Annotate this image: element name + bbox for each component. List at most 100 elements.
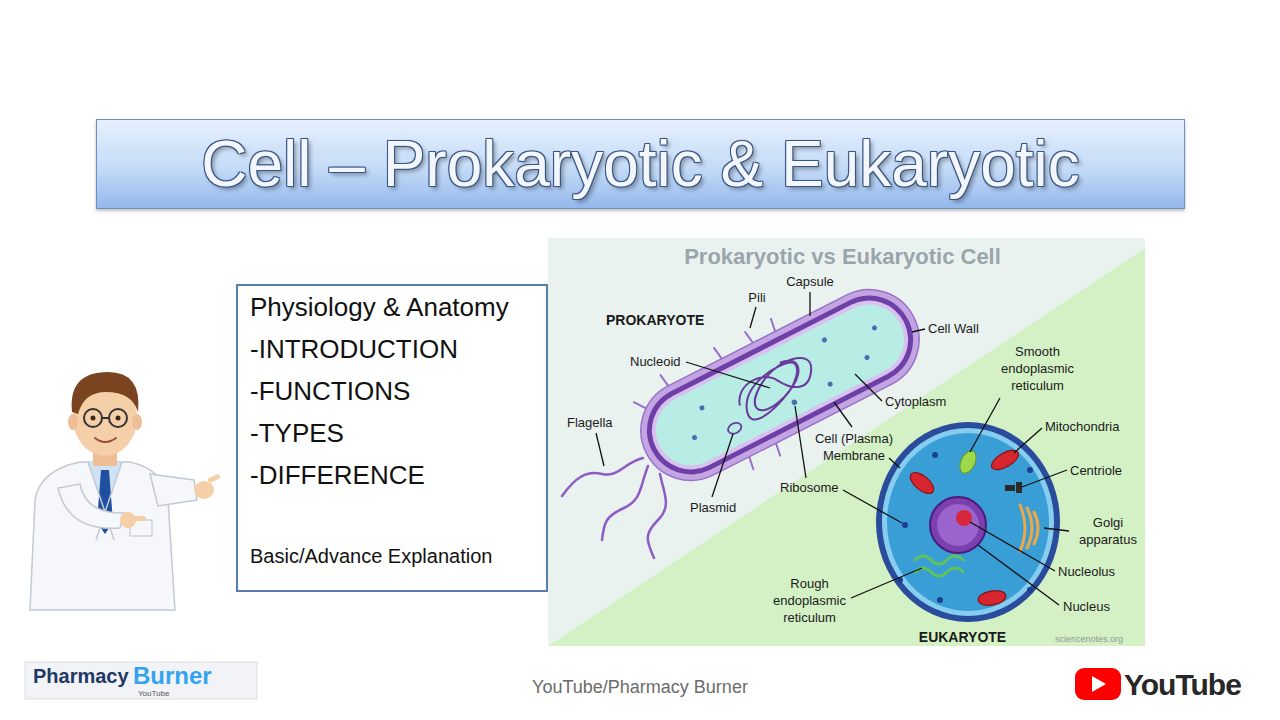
pilus — [745, 331, 753, 343]
flagellum — [602, 466, 648, 540]
part-label: Smooth endoplasmic reticulum — [990, 343, 1085, 394]
leader-line — [889, 458, 900, 468]
cell-wall — [632, 280, 929, 489]
flagellum — [648, 474, 666, 558]
panel-ground — [548, 238, 1145, 646]
rough-er-fold — [915, 556, 963, 564]
leader-line — [712, 434, 733, 497]
pilus — [774, 443, 782, 455]
golgi-cisterna — [1020, 505, 1025, 551]
part-label: Nucleoid — [630, 354, 681, 370]
pilus — [769, 319, 777, 331]
topic-item: -TYPES — [250, 412, 344, 454]
illustration-panel — [548, 238, 1145, 646]
topic-box: Physiology & Anatomy-INTRODUCTION-FUNCTI… — [236, 284, 548, 592]
leader-line — [978, 545, 1059, 605]
mitochondrion — [907, 469, 937, 498]
pilus — [747, 457, 755, 469]
leader-line — [1044, 528, 1069, 531]
part-label: Centriole — [1070, 463, 1122, 479]
part-label: Nucleus — [1063, 599, 1110, 615]
part-label: Cytoplasm — [885, 394, 946, 410]
leader-line — [843, 490, 902, 523]
golgi-apparatus — [1020, 505, 1038, 551]
cell-type-label: PROKARYOTE — [606, 312, 704, 329]
hair — [72, 372, 139, 414]
topic-item: -DIFFERENCE — [250, 454, 425, 496]
leader-line — [970, 398, 1000, 452]
watermark: sciencenotes.org — [1055, 634, 1123, 645]
flagellum — [562, 458, 643, 496]
nucleoid — [731, 350, 822, 423]
part-label: Nucleolus — [1058, 564, 1115, 580]
brand-text: Pharmacy — [33, 666, 129, 686]
part-label: Pili — [737, 290, 777, 306]
topic-item: -INTRODUCTION — [250, 328, 458, 370]
nucleolus — [956, 510, 972, 526]
brand-subtext: YouTube — [138, 690, 169, 698]
centriole — [1005, 482, 1022, 493]
part-label: Cell Wall — [928, 321, 979, 337]
ribosome — [691, 434, 698, 441]
cytoplasm — [887, 433, 1049, 611]
leader-line — [596, 433, 604, 466]
part-label: Capsule — [770, 274, 850, 290]
leader-lines — [596, 292, 1069, 605]
pilus — [634, 399, 646, 412]
ribosome — [932, 452, 938, 458]
pilus — [714, 347, 722, 359]
finger — [132, 516, 146, 521]
ribosome — [1027, 587, 1033, 593]
channel-logo-ground — [25, 662, 257, 699]
leader-line — [1022, 470, 1067, 487]
doctor-cartoon — [30, 372, 221, 610]
coat-sleeve — [150, 474, 197, 506]
channel-link: YouTube/Pharmacy Burner — [440, 677, 840, 699]
ribosome — [902, 522, 908, 528]
leader-line — [970, 522, 1055, 571]
glasses-bridge — [102, 417, 109, 419]
coat-sleeve — [58, 484, 124, 528]
box-note: Basic/Advance Explanation — [250, 542, 492, 570]
rough-er-fold — [915, 568, 963, 576]
eukaryote-cell — [876, 422, 1060, 622]
hand — [194, 481, 214, 499]
ribosomes — [897, 452, 1033, 603]
eye — [91, 416, 96, 421]
ribosome — [864, 354, 871, 361]
eye — [116, 416, 121, 421]
part-label: Golgi apparatus — [1072, 514, 1144, 548]
leader-line — [686, 362, 770, 388]
ribosome — [791, 399, 799, 407]
leader-line — [851, 568, 922, 598]
glasses-lens — [109, 409, 127, 427]
title-text: Cell – Prokaryotic & Eukaryotic — [201, 129, 1080, 199]
panel-triangle — [548, 248, 1145, 646]
youtube-wordmark: YouTube — [1124, 670, 1241, 700]
ear — [132, 414, 142, 430]
pilus — [661, 374, 669, 386]
centriole-barrel — [1005, 485, 1015, 491]
ribosome — [827, 381, 834, 388]
glasses — [84, 409, 127, 427]
leader-line — [912, 329, 925, 332]
ribosome — [937, 597, 943, 603]
part-label: Cell (Plasma) Membrane — [808, 430, 900, 464]
nucleoplasm — [937, 504, 979, 546]
golgi-cisterna — [1027, 508, 1032, 548]
centriole-barrel — [1016, 482, 1022, 493]
leader-line — [834, 402, 852, 427]
play-symbol — [1092, 676, 1106, 692]
diagram-heading: Prokaryotic vs Eukaryotic Cell — [560, 244, 1125, 270]
ear — [68, 414, 78, 430]
leader-line — [855, 374, 882, 401]
box-heading: Physiology & Anatomy — [250, 286, 509, 328]
ribosome — [1027, 467, 1033, 473]
ribosome — [821, 337, 828, 344]
title-banner: Cell – Prokaryotic & Eukaryotic — [96, 119, 1185, 209]
part-label: Plasmid — [690, 500, 736, 516]
brand-text: Burner — [133, 664, 212, 688]
smile — [95, 438, 116, 442]
